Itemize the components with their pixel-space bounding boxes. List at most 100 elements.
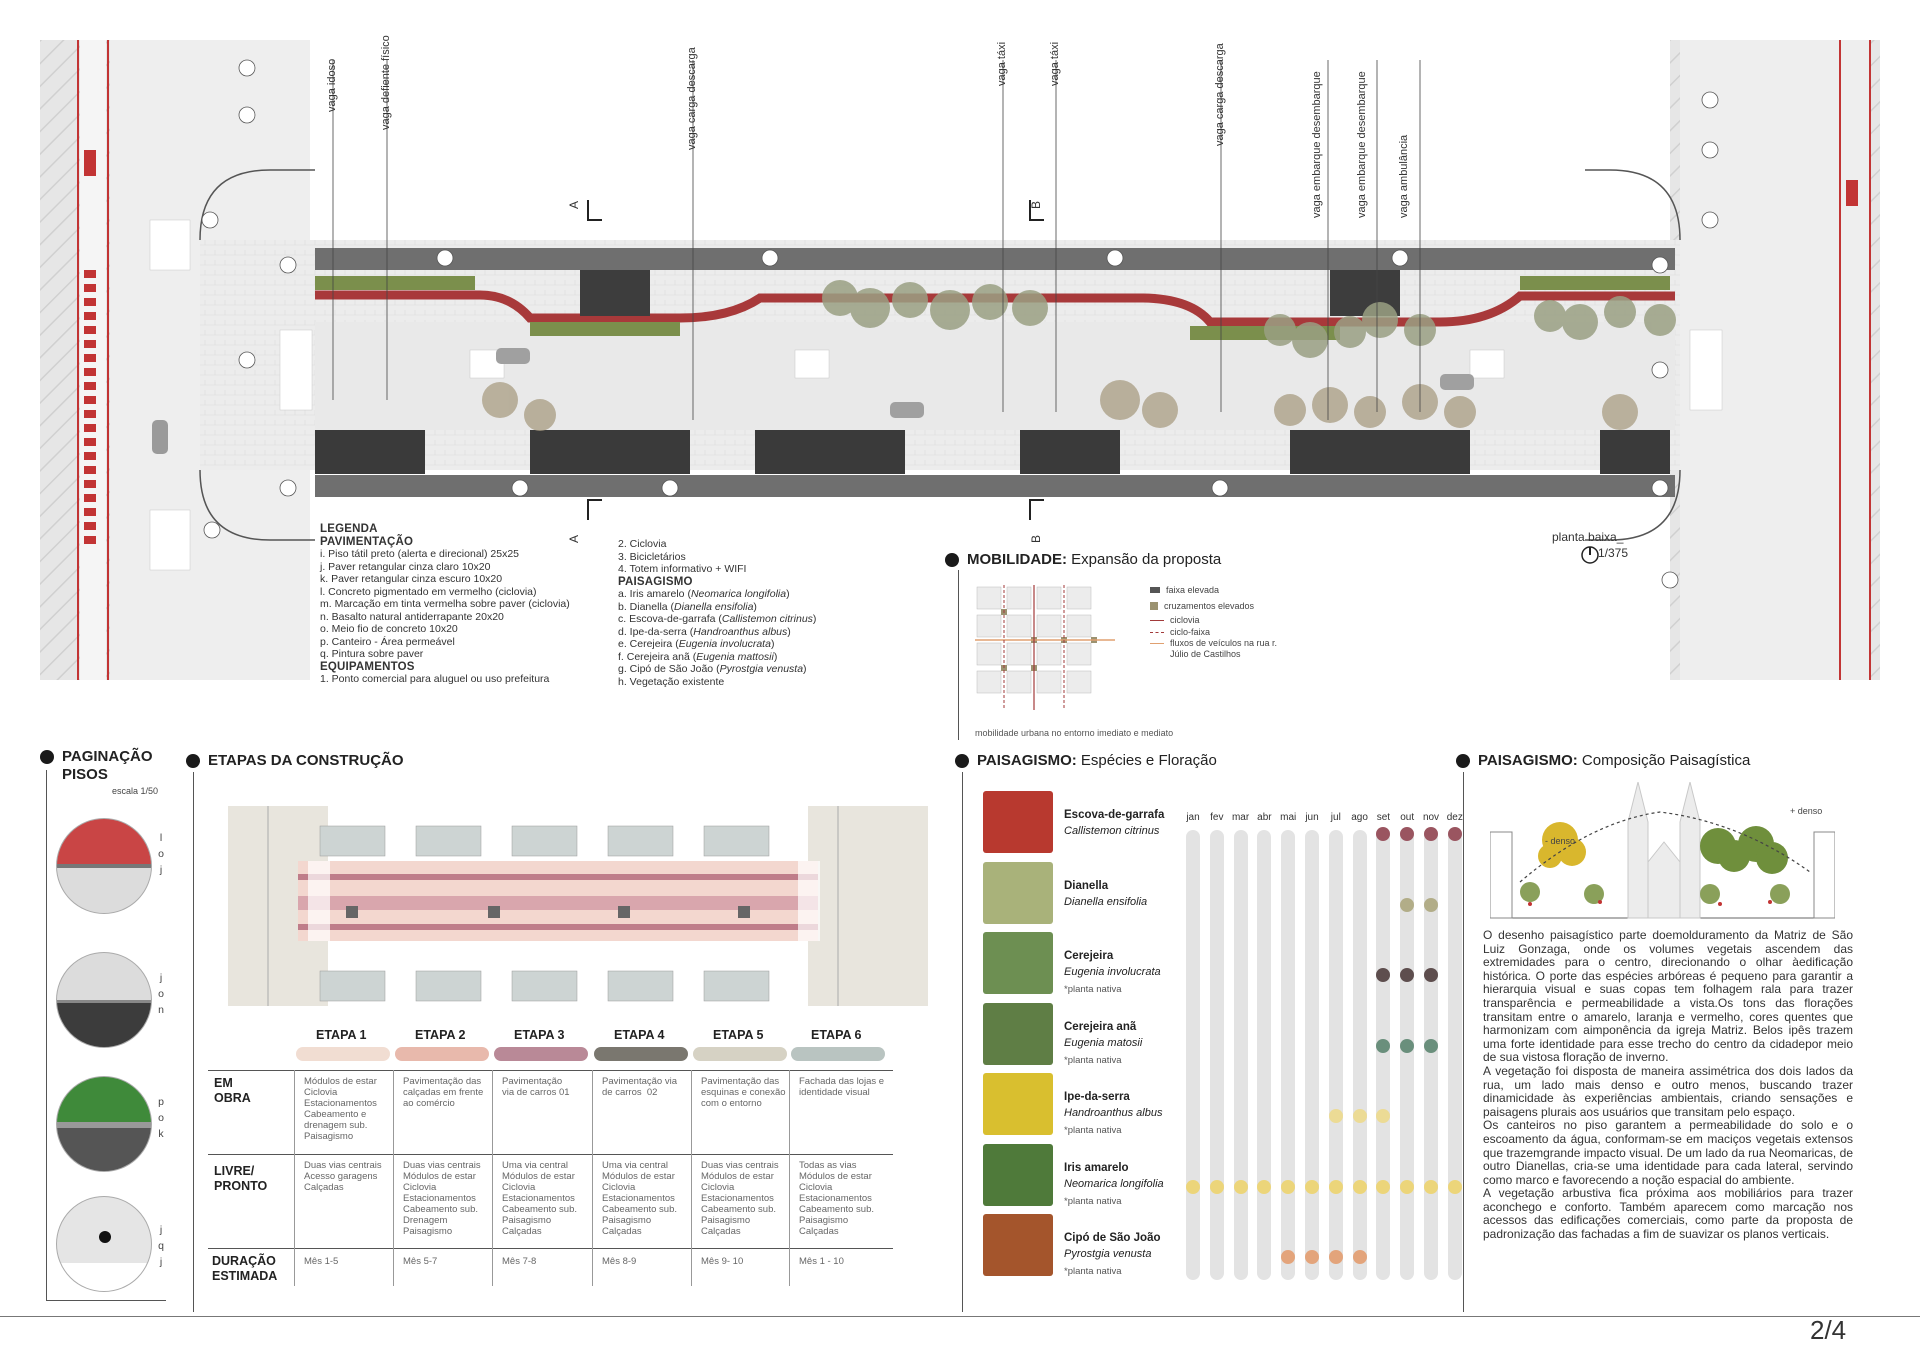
stage-cell-duration: Mês 8-9 — [602, 1256, 637, 1267]
row-label-text: EM OBRA — [214, 1076, 251, 1105]
mobility-map — [975, 585, 1115, 710]
legend-land-item: a. Iris amarelo (Neomarica longifolia) — [618, 588, 918, 601]
stages-title-text: ETAPAS DA CONSTRUÇÃO — [208, 752, 404, 769]
paving-swatch-4 — [56, 1196, 152, 1292]
row-label-duracao: DURAÇÃO ESTIMADA — [212, 1254, 277, 1284]
stage-cell-duration: Mês 1 - 10 — [799, 1256, 844, 1267]
composition-paragraph: A vegetação foi disposta de maneira assi… — [1483, 1063, 1853, 1119]
paving-letter: j — [159, 1256, 163, 1268]
paving-letter: j — [159, 864, 163, 876]
stage-pill — [791, 1047, 885, 1061]
paving-swatch-2 — [56, 952, 152, 1048]
stage-cell-em_obra: Pavimentação das esquinas e conexão com … — [701, 1076, 786, 1109]
paving-letter: o — [158, 1112, 164, 1124]
species-photo — [983, 861, 1053, 924]
bloom-dot — [1424, 1038, 1438, 1053]
legend-land-sci: Handroanthus albus — [693, 625, 788, 638]
bloom-dot — [1424, 968, 1438, 982]
composition-paragraph: O desenho paisagístico parte doemolduram… — [1483, 928, 1853, 1065]
legend-land-close: ) — [753, 600, 757, 613]
legend-land-list: a. Iris amarelo (Neomarica longifolia)b.… — [618, 588, 918, 688]
plan-vlabel-6: vaga carga descarga — [1214, 43, 1226, 146]
stage-cell-em_obra: Pavimentação das calçadas em frente ao c… — [403, 1076, 484, 1109]
bloom-dot — [1376, 1109, 1391, 1123]
stage-label: ETAPA 2 — [415, 1028, 466, 1042]
species-photo — [983, 1002, 1053, 1065]
mobility-legend-item: cruzamentos elevados — [1150, 598, 1330, 614]
less-dense-label: - denso — [1545, 836, 1576, 846]
mobility-legend-label: faixa elevada — [1166, 584, 1220, 595]
legend-land-close: ) — [812, 613, 817, 625]
month-label: jan — [1186, 812, 1200, 823]
bloom-dot — [1257, 1179, 1272, 1194]
paving-title-2: PISOS — [62, 766, 108, 783]
legend-equip-item: 4. Totem informativo + WIFI — [618, 563, 747, 575]
row-label-em-obra: EM OBRA — [214, 1076, 251, 1106]
divider-bottom — [0, 1316, 1920, 1317]
stage-cell-pronto: Todas as vias Módulos de estar Ciclovia … — [799, 1160, 874, 1237]
paving-scale: escala 1/50 — [112, 786, 159, 796]
bloom-dot — [1400, 968, 1415, 982]
stage-label: ETAPA 5 — [713, 1028, 764, 1042]
legend-land-sci: Pyrostgia venusta — [719, 663, 804, 675]
mobility-map-svg — [975, 585, 1115, 710]
composition-elevation-svg — [1489, 781, 1836, 919]
paving-swatch-1 — [56, 818, 152, 914]
month-column — [1424, 830, 1438, 1280]
plan-vlabel-9: vaga ambulância — [1398, 134, 1410, 218]
composition-paragraph: A vegetação arbustiva fica próxima aos m… — [1483, 1186, 1853, 1242]
bloom-dot — [1376, 1038, 1391, 1053]
legend-land-common: h. Vegetação existente — [618, 675, 725, 688]
month-label: mar — [1231, 812, 1250, 823]
tactile-dot-icon — [99, 1231, 111, 1243]
month-column — [1328, 830, 1343, 1280]
composition-text: O desenho paisagístico parte doemolduram… — [1483, 928, 1853, 1242]
month-label: set — [1376, 812, 1391, 823]
paving-letter: o — [158, 988, 164, 1000]
month-label: mai — [1280, 812, 1297, 823]
mobility-title-rest: Expansão da proposta — [1067, 551, 1222, 568]
bloom-dot — [1424, 827, 1438, 841]
table-line — [208, 1070, 893, 1071]
composition-title-bold: PAISAGISMO: — [1478, 752, 1578, 769]
species-title: PAISAGISMO: Espécies e Floração — [955, 752, 1217, 769]
legend-land-common: c. Escova-de-garrafa ( — [618, 613, 722, 625]
section-mark-a-top: A — [567, 200, 582, 210]
legend-land-close: ) — [770, 638, 775, 650]
table-column-line — [492, 1070, 493, 1286]
bloom-dot — [1328, 1109, 1343, 1123]
stage-label: ETAPA 6 — [811, 1028, 862, 1042]
paving-letter: p — [158, 1096, 164, 1108]
bloom-dot — [1447, 827, 1462, 841]
table-line — [208, 1154, 893, 1155]
bloom-dot — [1305, 1250, 1319, 1264]
bloom-dot — [1209, 1179, 1224, 1194]
bloom-dot — [1400, 827, 1415, 841]
month-label: out — [1400, 812, 1415, 823]
stage-cell-pronto: Uma via central Módulos de estar Ciclovi… — [502, 1160, 577, 1237]
species-photo — [983, 791, 1053, 853]
stage-cell-em_obra: Fachada das lojas e identidade visual — [799, 1076, 885, 1098]
species-sci-name: Dianella ensifolia — [1064, 895, 1148, 908]
species-photo — [983, 1143, 1053, 1206]
species-native-note: *planta nativa — [1064, 1054, 1122, 1066]
section-mark-b-bottom: B — [1029, 534, 1044, 544]
ciclovia-swatch-icon — [1150, 619, 1164, 621]
legend-land-item: g. Cipó de São João (Pyrostgia venusta) — [618, 663, 918, 676]
legend-paving-item: j. Paver retangular cinza claro 10x20 — [320, 560, 491, 573]
plan-vlabel-7: vaga embarque desembarque — [1311, 71, 1323, 218]
legend-land-item: e. Cerejeira (Eugenia involucrata) — [618, 638, 918, 651]
composition-paragraph: Os canteiros no piso garantem a permeabi… — [1483, 1118, 1853, 1187]
table-column-line — [294, 1070, 295, 1286]
bloom-dot — [1305, 1179, 1319, 1194]
bullet-icon — [945, 552, 959, 567]
species-photo — [983, 1214, 1053, 1276]
mobility-title-bold: MOBILIDADE: — [967, 551, 1067, 568]
bloom-dot — [1376, 968, 1391, 982]
stage-cell-em_obra: Módulos de estar Ciclovia Estacionamento… — [304, 1076, 377, 1142]
bullet-icon — [955, 753, 969, 768]
paving-letter: j — [159, 1224, 163, 1236]
row-label-text: DURAÇÃO ESTIMADA — [212, 1254, 278, 1283]
table-column-line — [393, 1070, 394, 1286]
species-name: Cipó de São João — [1064, 1232, 1161, 1244]
